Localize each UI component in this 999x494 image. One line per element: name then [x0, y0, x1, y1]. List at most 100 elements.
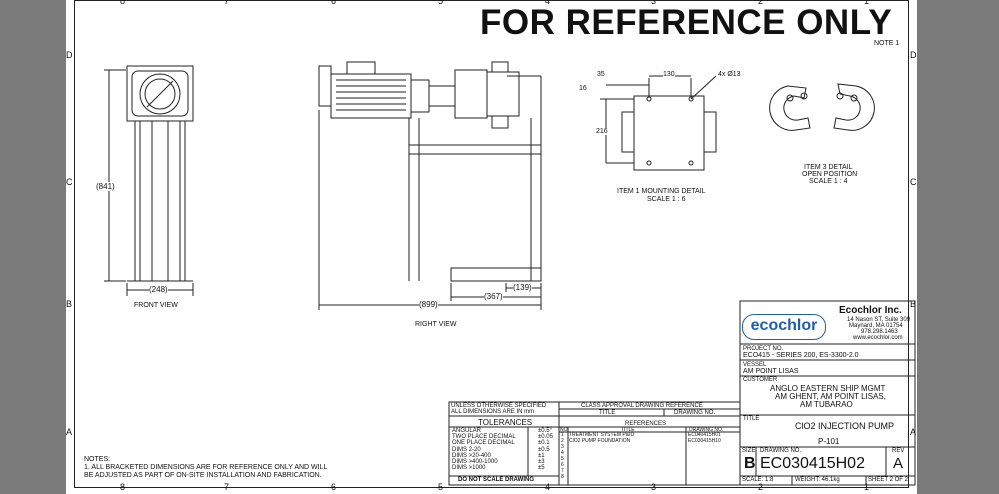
- tol-label-5: DIMS >400-1000: [452, 459, 498, 465]
- item3-line1: ITEM 3 DETAIL: [804, 164, 853, 171]
- tol-value-0: ±0.5°: [538, 428, 553, 434]
- item3-line2: OPEN POSITION: [802, 171, 858, 178]
- right-mid-dim: (367): [484, 292, 503, 301]
- tol-label-0: ANGULAR: [452, 428, 482, 434]
- tol-label-3: DIMS 2-20: [452, 447, 481, 453]
- mount-dim-216: 216: [596, 128, 608, 135]
- company-address1: 14 Nason ST, Suite 309: [847, 317, 911, 323]
- logo-text: ecochlor: [750, 317, 818, 334]
- zone-col-2: 2: [758, 0, 764, 6]
- sheet-value: SHEET 2 OF 2: [868, 477, 908, 483]
- right-foot-dim: (139): [513, 283, 532, 292]
- zone-col-1: 1: [864, 0, 870, 6]
- customer-line3: AM TUBARAO: [800, 400, 853, 409]
- ref-no-3: 3: [561, 444, 564, 450]
- ref-drawing-2: EC030415H10: [688, 438, 721, 444]
- weight-value: WEIGHT: 46.1kg: [795, 477, 840, 483]
- class-approval-drawing: DRAWING NO.: [674, 410, 716, 416]
- front-height-dim: (841): [96, 182, 115, 191]
- ref-no-2: 2: [561, 438, 564, 444]
- company-web: www.ecochlor.com: [853, 335, 903, 341]
- unless-line2: ALL DIMENSIONS ARE IN mm: [451, 409, 535, 415]
- zone-col-2-bottom: 2: [758, 482, 764, 492]
- item3-line3: SCALE 1 : 4: [809, 178, 848, 185]
- sheet-border: [74, 0, 909, 488]
- rev-value: A: [893, 455, 904, 472]
- zone-col-1-bottom: 1: [864, 482, 870, 492]
- size-label: SIZE: [742, 448, 756, 454]
- title-label: TITLE: [743, 416, 760, 422]
- drawing-subtitle: P-101: [818, 437, 840, 446]
- front-view-label: FRONT VIEW: [134, 302, 178, 309]
- zone-row-a: A: [66, 427, 73, 437]
- right-view-label: RIGHT VIEW: [415, 321, 457, 328]
- customer-label: CUSTOMER: [743, 377, 778, 383]
- drawing-sheet: 8 7 6 5 4 3 2 1 8 7 6 5 4 3 2 1 D C B A …: [66, 0, 917, 494]
- notes-line2: BE ADJUSTED AS PART OF ON-SITE INSTALLAT…: [84, 472, 322, 479]
- class-approval-title: TITLE: [599, 410, 616, 416]
- tolerances-header: TOLERANCES: [478, 418, 533, 427]
- ref-no-1: 1: [561, 432, 564, 438]
- tol-label-2: ONE PLACE DECIMAL: [452, 440, 515, 446]
- drawing-line-art: [104, 61, 916, 486]
- notes-header: NOTES:: [84, 456, 111, 463]
- ref-no-5: 5: [561, 456, 564, 462]
- customer-line1: ANGLO EASTERN SHIP MGMT: [770, 384, 886, 393]
- zone-row-c: C: [66, 177, 73, 187]
- company-name: Ecochlor Inc.: [839, 305, 902, 316]
- unless-line1: UNLESS OTHERWISE SPECIFIED: [451, 403, 547, 409]
- tol-label-1: TWO PLACE DECIMAL: [452, 434, 516, 440]
- mount-label-1: ITEM 1 MOUNTING DETAIL: [617, 188, 706, 195]
- zone-row-a-right: A: [910, 427, 917, 437]
- right-total-dim: (899): [419, 300, 438, 309]
- company-address2: Maynard, MA 01754: [849, 323, 903, 329]
- ref-title-2: ClO2 PUMP FOUNDATION: [569, 438, 631, 444]
- zone-row-b: B: [66, 299, 73, 309]
- mount-dim-16: 16: [579, 85, 587, 92]
- mount-dim-holes: 4x Ø13: [718, 71, 741, 78]
- zone-row-d-right: D: [910, 50, 917, 60]
- zone-col-3-bottom: 3: [651, 482, 657, 492]
- ecochlor-logo: ecochlor: [742, 314, 826, 340]
- tol-value-1: ±0.05: [538, 434, 553, 440]
- project-label: PROJECT NO.: [743, 346, 784, 352]
- zone-col-5: 5: [438, 0, 444, 6]
- mount-dim-130: 130: [663, 71, 675, 78]
- vessel-label: VESSEL: [743, 362, 767, 368]
- ref-col-drawing: DRAWING NO.: [689, 427, 724, 433]
- zone-col-6: 6: [331, 0, 337, 6]
- customer-line2: AM GHENT, AM POINT LISAS,: [775, 392, 886, 401]
- ref-no-8: 8: [561, 474, 564, 480]
- drawing-title: ClO2 INJECTION PUMP: [795, 421, 895, 431]
- drawing-no-label: DRAWING NO.: [760, 448, 802, 454]
- company-phone: 978.298.1463: [861, 329, 898, 335]
- size-value: B: [744, 455, 756, 472]
- do-not-scale: DO NOT SCALE DRAWING: [458, 477, 534, 483]
- banner-note: NOTE 1: [874, 40, 900, 47]
- class-approval-header: CLASS APPROVAL DRAWING REFERENCE: [581, 403, 703, 409]
- ref-drawing-1: EC040415H01: [688, 432, 721, 438]
- mount-label-2: SCALE 1 : 6: [647, 196, 686, 203]
- zone-col-4-bottom: 4: [545, 482, 551, 492]
- tol-label-6: DIMS >1000: [452, 465, 486, 471]
- zone-row-d: D: [66, 50, 73, 60]
- tol-label-4: DIMS >20-400: [452, 453, 491, 459]
- drawing-no-value: EC030415H02: [760, 455, 865, 472]
- zone-col-7-bottom: 7: [224, 482, 230, 492]
- zone-col-8: 8: [120, 0, 126, 6]
- ref-title-1: TREATMENT SYSTEM P&ID: [569, 432, 635, 438]
- tol-value-5: ±3: [538, 459, 545, 465]
- zone-col-3: 3: [651, 0, 657, 6]
- rev-label: REV: [892, 448, 905, 454]
- tol-value-2: ±0.1: [538, 440, 550, 446]
- tol-value-6: ±5: [538, 465, 545, 471]
- ref-no-4: 4: [561, 450, 564, 456]
- zone-col-4: 4: [545, 0, 551, 6]
- zone-col-7: 7: [224, 0, 230, 6]
- front-width-dim: (248): [149, 285, 168, 294]
- zone-col-8-bottom: 8: [120, 482, 126, 492]
- zone-row-c-right: C: [910, 177, 917, 187]
- vessel-value: AM POINT LISAS: [743, 368, 799, 375]
- mount-dim-35: 35: [597, 71, 605, 78]
- zone-col-6-bottom: 6: [331, 482, 337, 492]
